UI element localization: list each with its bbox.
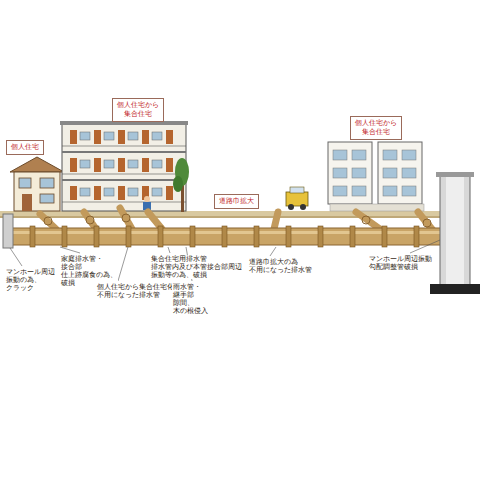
place-label-box: 個人住宅 (6, 140, 44, 155)
ground-surface (0, 211, 440, 216)
place-label-box: 道路巾拡大 (214, 194, 259, 209)
place-label-box: 個人住宅から 集合住宅 (350, 116, 402, 140)
house (10, 157, 64, 211)
main-sewer-pipe (8, 226, 442, 247)
callout-text: マンホール周辺 振動の為、クラック (5, 268, 56, 292)
place-label: 個人住宅から 集合住宅 (117, 101, 159, 119)
place-label-box: 個人住宅から 集合住宅 (112, 98, 164, 122)
place-label: 道路巾拡大 (219, 197, 254, 206)
callout-text: 集合住宅用排水管 排水管内及び本管接合部周辺 振動等の為、破損 (150, 255, 243, 279)
ground-line (0, 216, 440, 218)
apartment-building (60, 121, 188, 211)
place-label: 個人住宅から 集合住宅 (355, 119, 397, 137)
callout-text: 個人住宅から集合住宅化 不用になった排水管 (96, 283, 175, 299)
worker (143, 196, 151, 210)
place-label: 個人住宅 (11, 143, 39, 152)
truck (286, 187, 308, 210)
tree (173, 158, 189, 212)
callout-text: マンホール周辺振動 勾配調整管破損 (368, 255, 433, 271)
apartment-buildings-right (328, 142, 424, 211)
right-manhole (430, 172, 480, 294)
callout-text: 雨水管・継手部 隙間、木の根侵入 (172, 283, 209, 316)
left-manhole (3, 214, 13, 248)
callout-text: 道路巾拡大の為 不用になった排水管 (248, 258, 313, 274)
